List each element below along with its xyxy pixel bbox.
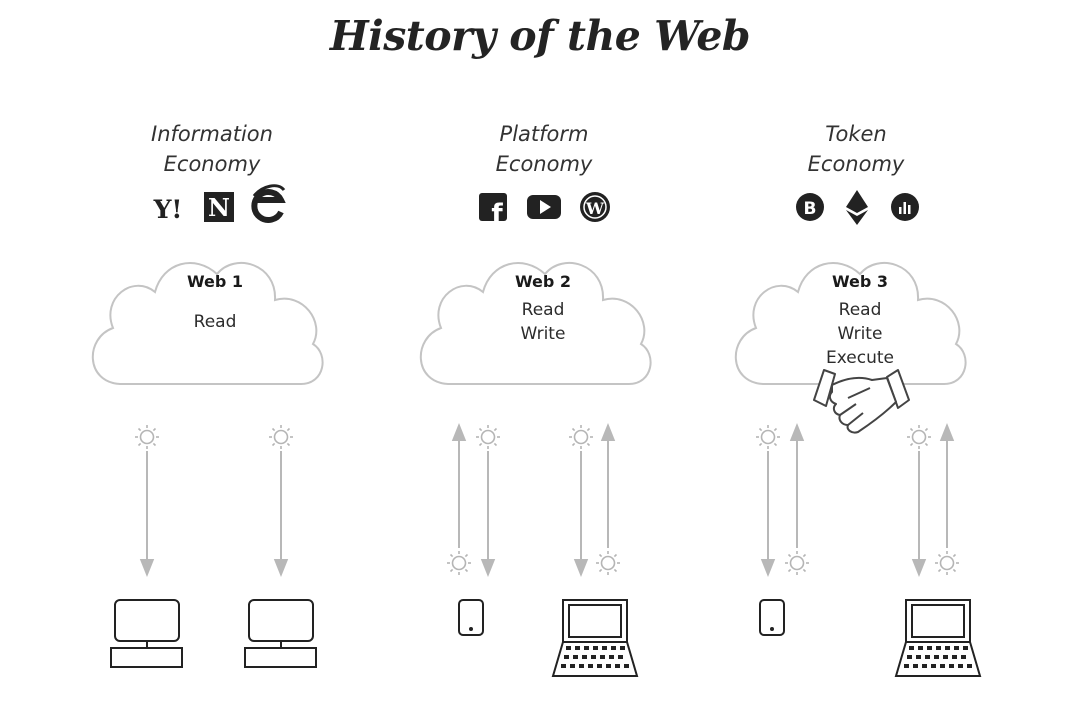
desktop-computer-icon bbox=[244, 599, 317, 668]
economy-label-line1: Information bbox=[151, 122, 273, 146]
economy-label-web2: Platform Economy bbox=[394, 119, 694, 179]
spark-icon bbox=[134, 424, 160, 450]
web-version-label: Web 2 bbox=[514, 272, 572, 291]
connector-web3 bbox=[760, 423, 955, 577]
economy-label-line2: Economy bbox=[495, 152, 593, 176]
laptop-icon bbox=[551, 599, 639, 677]
economy-label-line1: Platform bbox=[499, 122, 589, 146]
web-version-label: Web 1 bbox=[186, 272, 244, 291]
spark-icon bbox=[784, 550, 810, 576]
capability-write: Write bbox=[520, 324, 566, 344]
smartphone-icon bbox=[759, 599, 785, 636]
chart-token-icon bbox=[891, 193, 919, 221]
page-title: History of the Web bbox=[329, 12, 751, 60]
ethereum-icon bbox=[846, 190, 868, 225]
youtube-icon bbox=[527, 195, 561, 219]
spark-icon bbox=[595, 550, 621, 576]
svg-text:N: N bbox=[208, 193, 230, 222]
internet-explorer-icon bbox=[251, 184, 286, 223]
svg-text:f: f bbox=[491, 199, 503, 229]
connector-web2 bbox=[451, 423, 616, 577]
netscape-icon: N bbox=[204, 192, 234, 222]
capability-read: Read bbox=[838, 300, 882, 320]
spark-icon bbox=[934, 550, 960, 576]
web-version-label: Web 3 bbox=[831, 272, 889, 291]
laptop-icon bbox=[894, 599, 982, 677]
desktop-computer-icon bbox=[110, 599, 183, 668]
capability-read: Read bbox=[521, 300, 565, 320]
yahoo-icon: Y! bbox=[153, 195, 183, 224]
facebook-icon: f bbox=[479, 193, 507, 229]
capability-write: Write bbox=[837, 324, 883, 344]
spark-icon bbox=[906, 424, 932, 450]
capability-execute: Execute bbox=[826, 348, 894, 368]
svg-text:Y!: Y! bbox=[153, 195, 183, 224]
spark-icon bbox=[446, 550, 472, 576]
handshake-icon bbox=[813, 369, 910, 434]
cloud-label-web2: Web 2 Read Write bbox=[433, 270, 653, 346]
spark-icon bbox=[755, 424, 781, 450]
wordpress-icon: W bbox=[580, 192, 610, 222]
spark-icon bbox=[475, 424, 501, 450]
cloud-label-web1: Web 1 Read bbox=[105, 270, 325, 334]
economy-label-line1: Token bbox=[825, 122, 887, 146]
smartphone-icon bbox=[458, 599, 484, 636]
economy-label-web1: Information Economy bbox=[62, 119, 362, 179]
capability-read: Read bbox=[193, 312, 237, 332]
economy-label-web3: Token Economy bbox=[706, 119, 1006, 179]
spark-icon bbox=[268, 424, 294, 450]
spark-icon bbox=[568, 424, 594, 450]
svg-text:W: W bbox=[585, 199, 605, 218]
svg-text:B: B bbox=[804, 199, 817, 219]
cloud-label-web3: Web 3 Read Write Execute bbox=[750, 270, 970, 370]
economy-label-line2: Economy bbox=[807, 152, 905, 176]
economy-label-line2: Economy bbox=[163, 152, 261, 176]
connector-web1 bbox=[139, 451, 289, 577]
bitcoin-icon: B bbox=[796, 193, 824, 221]
